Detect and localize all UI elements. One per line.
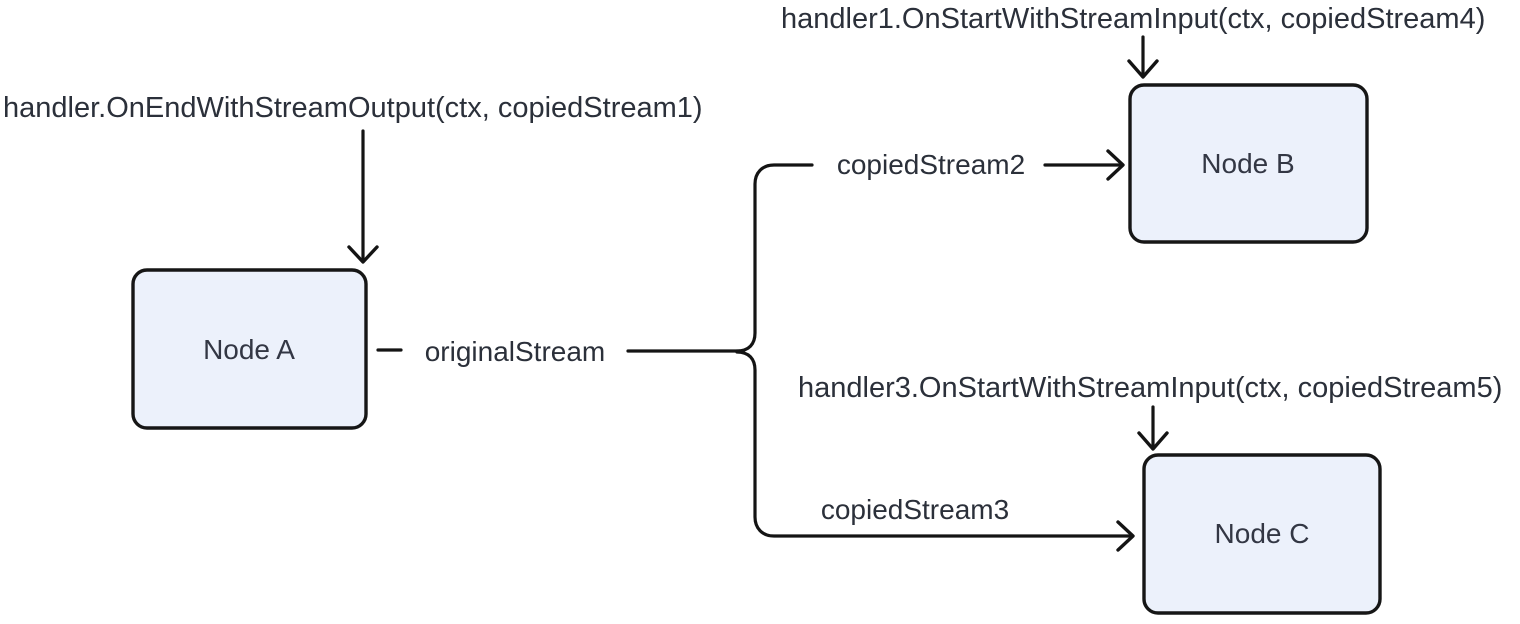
annotation-handler-node-a: handler.OnEndWithStreamOutput(ctx, copie… xyxy=(3,92,703,124)
node-b-box xyxy=(1128,83,1369,244)
node-a-label: Node A xyxy=(203,334,295,365)
edge-label-copied-stream-3: copiedStream3 xyxy=(821,494,1009,525)
node-b-label: Node B xyxy=(1201,148,1294,179)
arrow-down-icon xyxy=(1137,431,1169,451)
arrow-down-icon xyxy=(347,245,379,264)
annotation-handler-node-b: handler1.OnStartWithStreamInput(ctx, cop… xyxy=(781,3,1485,35)
node-c-label: Node C xyxy=(1215,518,1310,549)
arrow-down-icon xyxy=(1127,59,1159,79)
node-a-box xyxy=(131,268,368,430)
node-c-box xyxy=(1142,453,1382,615)
branch-curve-up xyxy=(735,163,814,353)
branch-curve-down xyxy=(735,350,1134,538)
arrow-right-icon xyxy=(1106,149,1125,181)
edge-label-original-stream: originalStream xyxy=(425,336,606,367)
edge-label-copied-stream-2: copiedStream2 xyxy=(837,149,1025,180)
arrow-right-icon xyxy=(1116,520,1135,552)
annotation-handler-node-c: handler3.OnStartWithStreamInput(ctx, cop… xyxy=(798,372,1502,404)
